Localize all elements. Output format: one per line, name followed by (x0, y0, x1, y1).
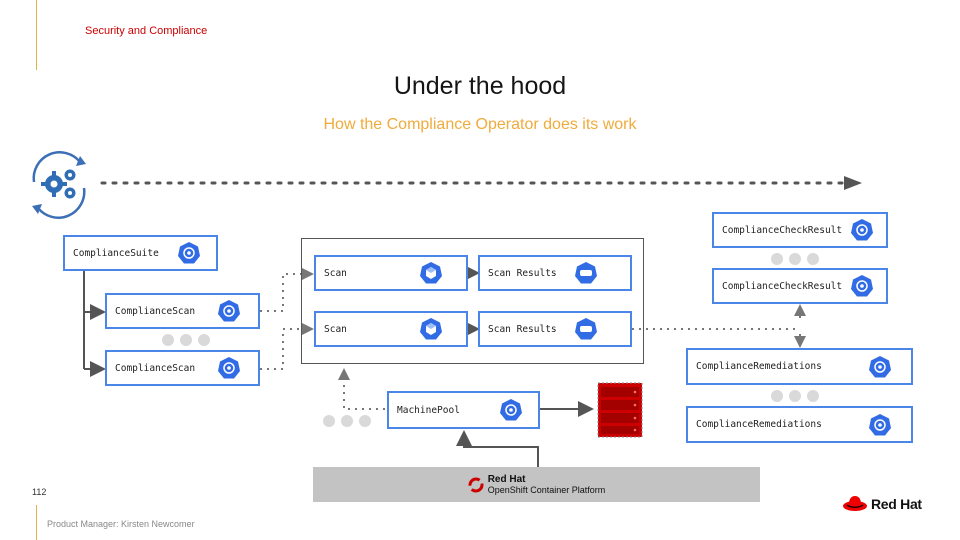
kubernetes-crd-icon (178, 242, 200, 264)
machinepool-box[interactable]: MachinePool (387, 391, 540, 429)
scan-results-box-2[interactable]: Scan Results (478, 311, 632, 347)
scan-results-box-1[interactable]: Scan Results (478, 255, 632, 291)
kubernetes-crd-icon (500, 399, 522, 421)
compliance-scan-box-1[interactable]: ComplianceScan (105, 293, 260, 329)
platform-product-suffix: Container Platform (527, 484, 606, 495)
openshift-logo-icon (468, 477, 484, 492)
ellipsis-dots (771, 253, 819, 265)
operator-gears-icon (32, 151, 86, 219)
ellipsis-dots (323, 415, 371, 427)
node-stack-icon (597, 382, 643, 438)
kubernetes-crd-icon (851, 275, 873, 297)
kubernetes-crd-icon (869, 355, 891, 377)
compliance-check-result-box-2[interactable]: ComplianceCheckResult (712, 268, 888, 304)
compliance-remediations-box-1[interactable]: ComplianceRemediations (686, 348, 913, 385)
kubernetes-crd-icon (218, 300, 240, 322)
scan-box-2[interactable]: Scan (314, 311, 468, 347)
compliance-check-result-box-1[interactable]: ComplianceCheckResult (712, 212, 888, 248)
page-subtitle: How the Compliance Operator does its wor… (323, 116, 637, 133)
remediation-label: ComplianceRemediations (696, 419, 822, 430)
check-result-label: ComplianceCheckResult (722, 224, 843, 236)
compliance-scan-label: ComplianceScan (115, 305, 196, 317)
configmap-icon (575, 318, 597, 340)
scan-results-label: Scan Results (488, 323, 557, 335)
timeline-arrowhead (844, 176, 862, 190)
kubernetes-crd-icon (869, 413, 891, 435)
machinepool-label: MachinePool (397, 404, 460, 416)
scan-box-1[interactable]: Scan (314, 255, 468, 291)
platform-product-name: OpenShift (487, 484, 528, 495)
compliance-scan-box-2[interactable]: ComplianceScan (105, 350, 260, 386)
header-rule (36, 0, 37, 70)
scan-label: Scan (324, 267, 347, 279)
ellipsis-dots (771, 390, 819, 402)
remediation-label: ComplianceRemediations (696, 361, 822, 372)
scan-container (301, 238, 644, 364)
footer-rule (36, 505, 37, 540)
page-number: 112 (32, 487, 47, 497)
scan-results-label: Scan Results (488, 267, 557, 279)
compliance-suite-label: ComplianceSuite (73, 247, 159, 259)
check-result-label: ComplianceCheckResult (722, 280, 843, 292)
compliance-suite-box[interactable]: ComplianceSuite (63, 235, 218, 271)
ellipsis-dots (162, 334, 210, 346)
platform-brand: Red Hat (487, 473, 526, 485)
kubernetes-crd-icon (218, 357, 240, 379)
red-hat-logo-text: Red Hat (871, 496, 922, 512)
kubernetes-crd-icon (851, 219, 873, 241)
pod-icon (420, 318, 442, 340)
compliance-scan-label: ComplianceScan (115, 362, 196, 374)
pod-icon (420, 262, 442, 284)
configmap-icon (575, 262, 597, 284)
presenter-credit: Product Manager: Kirsten Newcomer (47, 519, 195, 529)
compliance-remediations-box-2[interactable]: ComplianceRemediations (686, 406, 913, 443)
page-title: Under the hood (393, 72, 567, 100)
section-label: Security and Compliance (85, 25, 208, 37)
scan-label: Scan (324, 323, 347, 335)
red-hat-logo: Red Hat (842, 494, 922, 514)
red-hat-fedora-icon (843, 496, 867, 511)
